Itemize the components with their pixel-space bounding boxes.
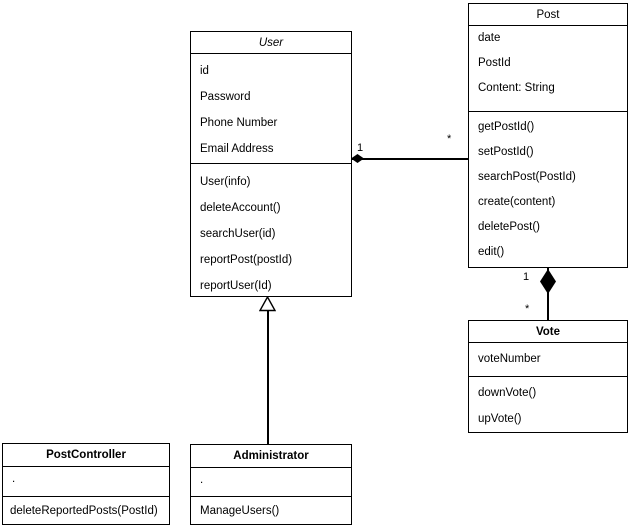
attribute-row: PostId xyxy=(478,57,511,69)
class-title: Administrator xyxy=(191,445,351,468)
method-row: searchUser(id) xyxy=(200,228,276,240)
attribute-row: date xyxy=(478,32,501,44)
method-row: User(info) xyxy=(200,176,251,188)
methods-section: ManageUsers() xyxy=(191,497,351,525)
class-title: PostController xyxy=(3,444,169,467)
attributes-section: id Password Phone Number Email Address xyxy=(191,54,351,164)
method-row: upVote() xyxy=(478,413,522,425)
class-title: Post xyxy=(469,4,627,26)
attributes-section: voteNumber xyxy=(469,343,627,377)
attribute-row: Content: String xyxy=(478,82,555,94)
methods-section: User(info) deleteAccount() searchUser(id… xyxy=(191,164,351,299)
method-row: getPostId() xyxy=(478,121,535,133)
class-box-postcontroller[interactable]: PostController . deleteReportedPosts(Pos… xyxy=(2,443,170,525)
attribute-row: . xyxy=(12,473,16,485)
multiplicity-label: * xyxy=(525,303,530,315)
class-box-user[interactable]: User id Password Phone Number Email Addr… xyxy=(190,31,352,297)
multiplicity-label: 1 xyxy=(523,271,530,283)
method-row: searchPost(PostId) xyxy=(478,171,576,183)
methods-section: getPostId() setPostId() searchPost(PostI… xyxy=(469,112,627,265)
multiplicity-label: * xyxy=(447,133,452,145)
method-row: reportUser(Id) xyxy=(200,280,272,292)
attributes-section: . xyxy=(191,468,351,497)
method-row: edit() xyxy=(478,246,505,258)
attribute-row: voteNumber xyxy=(478,353,541,365)
methods-section: downVote() upVote() xyxy=(469,377,627,432)
methods-section: deleteReportedPosts(PostId) xyxy=(3,497,169,525)
method-row: reportPost(postId) xyxy=(200,254,293,266)
attribute-row: . xyxy=(200,474,204,486)
attributes-section: date PostId Content: String xyxy=(469,26,627,112)
method-row: create(content) xyxy=(478,196,556,208)
class-box-post[interactable]: Post date PostId Content: String getPost… xyxy=(468,3,628,268)
attribute-row: Email Address xyxy=(200,143,274,155)
method-row: setPostId() xyxy=(478,146,534,158)
attribute-row: id xyxy=(200,65,209,77)
method-row: ManageUsers() xyxy=(200,505,280,517)
multiplicity-label: 1 xyxy=(357,142,364,154)
method-row: deleteReportedPosts(PostId) xyxy=(10,505,158,517)
method-row: deleteAccount() xyxy=(200,202,281,214)
method-row: deletePost() xyxy=(478,221,541,233)
association-edge-user-post[interactable] xyxy=(352,158,468,160)
class-title: Vote xyxy=(469,321,627,343)
composition-diamond-icon xyxy=(540,269,556,294)
attributes-section: . xyxy=(3,467,169,497)
attribute-row: Phone Number xyxy=(200,117,278,129)
attribute-row: Password xyxy=(200,91,251,103)
class-box-vote[interactable]: Vote voteNumber downVote() upVote() xyxy=(468,320,628,433)
class-box-administrator[interactable]: Administrator . ManageUsers() xyxy=(190,444,352,525)
filled-diamond-icon xyxy=(351,154,364,163)
generalization-arrow-icon xyxy=(259,296,276,312)
generalization-edge-administrator-user[interactable] xyxy=(267,311,269,444)
composition-edge-post-vote[interactable] xyxy=(547,268,549,321)
method-row: downVote() xyxy=(478,387,537,399)
class-title: User xyxy=(191,32,351,54)
